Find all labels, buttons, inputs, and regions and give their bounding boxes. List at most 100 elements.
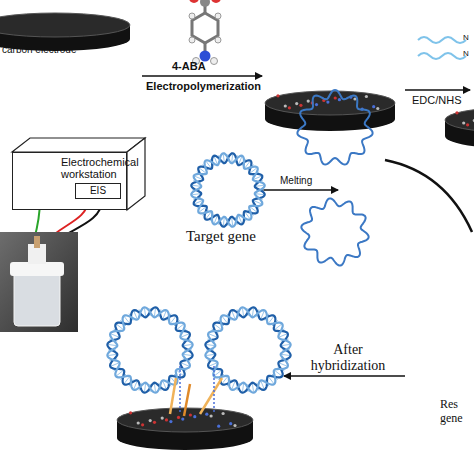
- polymer-dot: [177, 416, 180, 419]
- molecule-4aba: [189, 0, 221, 65]
- base-pair: [192, 185, 200, 186]
- polymer-dot: [222, 412, 225, 415]
- cell-cap: [10, 262, 64, 276]
- diagram-label: carbon electrode: [2, 44, 102, 56]
- base-pair: [232, 381, 235, 388]
- polymer-dot: [326, 101, 329, 104]
- base-pair: [261, 311, 264, 318]
- hydrogen-atom: [189, 13, 195, 19]
- probe-strand: [418, 37, 466, 43]
- base-pair: [111, 363, 118, 366]
- polymer-dot: [299, 104, 302, 107]
- eis-box: EIS: [75, 183, 121, 199]
- base-pair: [117, 371, 123, 376]
- polymer-dot: [193, 415, 196, 418]
- reaction-arrow: [405, 89, 470, 91]
- polymer-dot: [276, 94, 279, 97]
- base-pair: [134, 381, 137, 388]
- diagram-label: Target gene: [186, 228, 276, 245]
- polymer-dot: [161, 417, 164, 420]
- base-pair: [134, 311, 137, 318]
- polymer-dot: [295, 102, 298, 105]
- base-pair: [279, 363, 286, 366]
- polymer-dot: [141, 423, 144, 426]
- base-pair: [261, 381, 264, 388]
- base-pair: [181, 363, 188, 366]
- base-pair: [192, 194, 200, 195]
- probe-strand: [184, 384, 190, 416]
- box-side-face: [127, 138, 145, 210]
- polymer-dot: [205, 413, 208, 416]
- base-pair: [232, 311, 235, 318]
- base-pair: [275, 324, 281, 329]
- polymer-dot: [466, 123, 469, 126]
- polymer-dot: [284, 104, 287, 107]
- polymer-dot: [372, 105, 375, 108]
- base-pair: [209, 363, 216, 366]
- cell-photo: [0, 232, 78, 332]
- base-pair: [232, 154, 233, 162]
- base-pair: [223, 154, 224, 162]
- base-pair: [243, 308, 244, 316]
- polymer-dot: [149, 419, 152, 422]
- workstation-box: Electrochemical workstationEIS: [12, 152, 127, 210]
- polymer-dot: [233, 424, 236, 427]
- base-pair: [256, 194, 264, 195]
- diagram-label: 4-ABA: [172, 60, 232, 73]
- hybrid-strand: [180, 366, 214, 412]
- base-pair: [252, 384, 253, 392]
- polymer-dot: [189, 413, 192, 416]
- polymer-dot: [376, 107, 379, 110]
- photo-background: [0, 232, 78, 332]
- polymer-dot: [210, 414, 213, 417]
- probe-strand: [170, 378, 176, 414]
- hybridization-arrow: [284, 375, 405, 377]
- polymer-dot: [338, 98, 341, 101]
- base-pair: [171, 317, 176, 323]
- base-pair: [269, 377, 274, 383]
- dna-strand: [205, 307, 290, 392]
- base-pair: [108, 354, 116, 355]
- hydrogen-atom: [211, 58, 218, 65]
- base-pair: [222, 317, 227, 323]
- diagram-label: Melting: [280, 175, 330, 187]
- electrode-surface: [0, 13, 130, 37]
- base-pair: [243, 384, 244, 392]
- polymer-dot: [455, 111, 458, 114]
- base-pair: [117, 324, 123, 329]
- polymer-dot: [217, 425, 220, 428]
- carbon-atom: [200, 0, 210, 7]
- box-top-face: [12, 138, 145, 152]
- oxygen-atom: [189, 0, 199, 3]
- base-pair: [282, 345, 290, 346]
- base-pair: [279, 334, 286, 337]
- hydrogen-atom: [189, 37, 195, 43]
- dna-strand: [191, 153, 264, 226]
- diagram-label: Electropolymerization: [146, 80, 276, 93]
- base-pair: [215, 324, 221, 329]
- node-label: Electrochemical workstation: [61, 156, 125, 180]
- base-pair: [154, 384, 155, 392]
- diagram-label: After hybridization: [300, 342, 396, 374]
- beaker: [14, 272, 60, 326]
- diagram-label: EDC/NHS: [412, 94, 472, 107]
- oxygen-atom: [211, 0, 221, 3]
- dna-strand: [191, 153, 264, 226]
- base-pair: [223, 218, 224, 226]
- base-pair: [154, 308, 155, 316]
- base-pair: [184, 345, 192, 346]
- base-pair: [256, 185, 264, 186]
- base-pair: [206, 345, 214, 346]
- hydrogen-atom: [215, 37, 221, 43]
- base-pair: [269, 317, 274, 323]
- base-pair: [275, 371, 281, 376]
- base-pair: [252, 308, 253, 316]
- base-pair: [209, 334, 216, 337]
- polymer-dot: [473, 119, 474, 122]
- benzene-ring: [192, 13, 218, 43]
- hydrogen-atom: [215, 13, 221, 19]
- base-pair: [181, 334, 188, 337]
- polymer-dot: [307, 100, 310, 103]
- base-pair: [206, 354, 214, 355]
